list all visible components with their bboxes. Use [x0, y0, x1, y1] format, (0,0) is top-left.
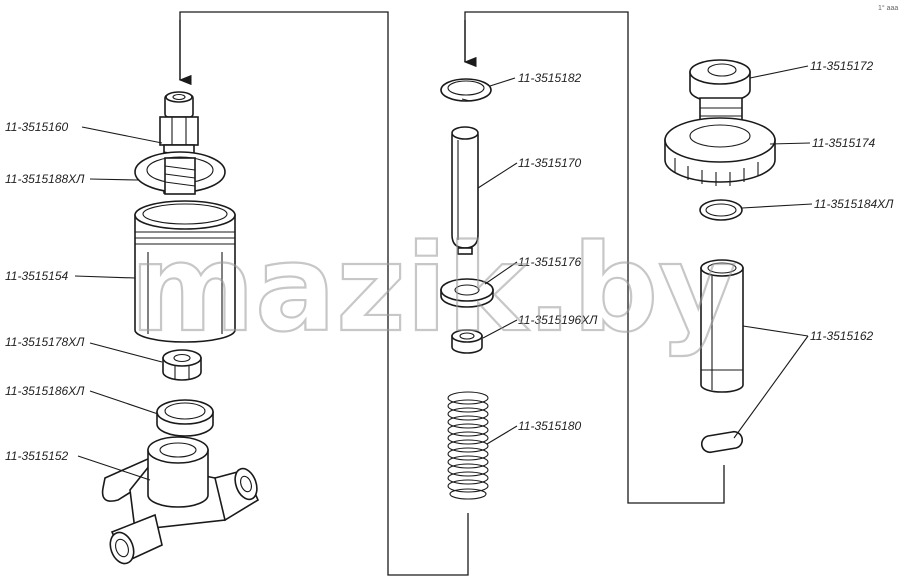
part-washer-3515176	[440, 278, 494, 308]
watermark: mazik.by	[130, 220, 737, 359]
label-3515174: 11-3515174	[812, 136, 875, 150]
part-bushing-3515196	[451, 329, 483, 354]
part-sleeve-3515162	[700, 259, 744, 393]
label-3515178: 11-3515178ХЛ	[5, 335, 85, 349]
part-ring-3515182	[440, 78, 492, 102]
part-plunger-3515170	[451, 126, 479, 255]
label-3515160: 11-3515160	[5, 120, 68, 134]
label-3515170: 11-3515170	[518, 156, 581, 170]
part-knurled-nut-3515174	[664, 117, 776, 186]
label-3515172: 11-3515172	[810, 59, 873, 73]
corner-mark: 1° aaa	[878, 4, 898, 12]
assembly-flow-lines	[178, 11, 725, 576]
part-tee-body-3515152	[101, 436, 260, 565]
part-spring-3515180	[447, 391, 489, 500]
part-oring-3515184	[699, 199, 743, 221]
label-3515182: 11-3515182	[518, 71, 581, 85]
leader-lines	[74, 65, 813, 481]
part-nut-3515178	[162, 349, 202, 381]
label-3515184: 11-3515184ХЛ	[814, 197, 894, 211]
part-washer-3515188	[134, 151, 226, 195]
label-3515188: 11-3515188ХЛ	[5, 172, 85, 186]
label-3515152: 11-3515152	[5, 449, 68, 463]
label-3515196: 11-3515196ХЛ	[518, 313, 598, 327]
label-3515154: 11-3515154	[5, 269, 68, 283]
label-3515186: 11-3515186ХЛ	[5, 384, 85, 398]
label-3515180: 11-3515180	[518, 419, 581, 433]
label-3515162: 11-3515162	[810, 329, 873, 343]
label-3515176: 11-3515176	[518, 255, 581, 269]
part-gasket-3515186	[156, 399, 214, 437]
part-housing-3515154	[134, 200, 236, 343]
